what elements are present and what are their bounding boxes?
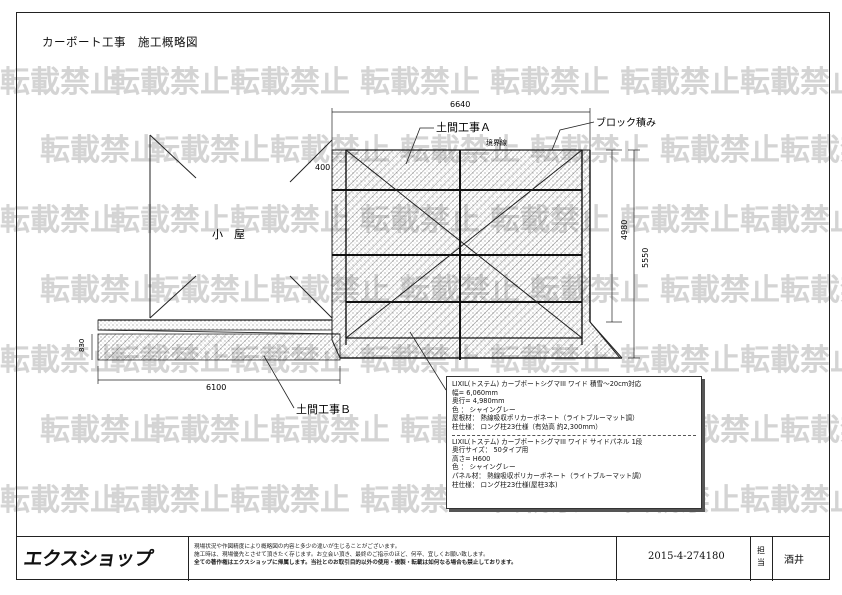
watermark-text: 転載禁止 [740,203,842,238]
footer-note: 施工時は、現場優先とさせて頂きたく存じます。お立会い頂き、最終のご指示のほど、何… [194,552,489,558]
carport-frame [332,149,583,360]
spec-row: 柱仕様： ロング柱23仕様(屋柱3本) [452,480,558,489]
label-boundary: 境界線 [486,138,507,147]
spec-divider [452,434,696,436]
footer-divider [772,537,773,581]
dim-top-offset: 400 [315,163,330,172]
spec-row: 奥行= 4,980mm [452,397,505,406]
spec-row: 屋根材： 熱線吸収ポリカーボネート（ライトブルーマット調） [452,414,639,423]
leader-lines [263,121,595,409]
watermark-text: 転載禁止 [620,343,740,378]
watermark-text: 転載禁止 [780,413,842,448]
title-block: エクスショップ 現場状況や作図精度により概略図の内容と多少の違いが生じることがご… [16,536,830,581]
watermark-text: 転載禁止 [660,273,780,308]
spec-side-panel: LIXIL(トステム) カーブポートシグマIII ワイド サイドパネル 1段奥行… [452,438,696,490]
dim-depth: 5550 [641,248,650,268]
spec-box: LIXIL(トステム) カーブポートシグマIII ワイド 積雪～20cm対応幅=… [446,376,702,509]
watermark-text: 転載禁止 [40,133,160,168]
watermark-text: 転載禁止 [490,65,610,100]
footer-note: 全ての著作権はエクスショップに帰属します。当社とのお取引目的以外の使用・複製・転… [194,560,517,566]
order-code: 2015-4-274180 [648,551,725,562]
spec-row: 幅= 6,060mm [452,388,498,397]
watermark-text: 転載禁止 [270,413,390,448]
label-block-wall: ブロック積み [596,116,656,129]
dim-left-width: 6100 [206,383,226,392]
dim-left-height: 830 [78,339,86,352]
footer-divider [616,537,617,581]
watermark-text: 転載禁止 [780,273,842,308]
footer-note: 現場状況や作図精度により概略図の内容と多少の違いが生じることがございます。 [194,544,401,550]
watermark-text: 転載禁止 [40,413,160,448]
watermark-text: 転載禁止 [150,273,270,308]
watermark-text: 転載禁止 [740,65,842,100]
footer-notes: 現場状況や作図精度により概略図の内容と多少の違いが生じることがございます。 施工… [194,543,517,567]
spec-row: 色 ： シャイングレー [452,463,516,472]
dim-carport-depth: 4980 [620,220,629,240]
shed-outline [149,134,333,319]
watermark-text: 転載禁止 [740,343,842,378]
watermark-text: 転載禁止 [0,203,120,238]
watermark-text: 転載禁止 [230,203,350,238]
sheet-border [16,12,830,580]
watermark-text: 転載禁止 [660,133,780,168]
footer-divider [750,537,751,581]
watermark-text: 転載禁止 [360,65,480,100]
dim-overall-width: 6640 [450,100,470,109]
label-shed: 小 屋 [212,228,245,241]
spec-carport: LIXIL(トステム) カーブポートシグマIII ワイド 積雪～20cm対応幅=… [452,380,696,432]
person-in-charge: 酒井 [784,555,804,566]
spec-row: 奥行サイズ： 50タイプ用 [452,446,529,455]
watermark-text: 転載禁止 [740,483,842,518]
watermark-text: 転載禁止 [620,203,740,238]
tanto-label: 担当 [757,546,765,567]
watermark-text: 転載禁止 [0,65,120,100]
spec-row: パネル材： 熱線吸収ポリカーボネート（ライトブルーマット調） [452,471,646,480]
label-doma-a: 土間工事Ａ [436,121,491,134]
watermark-text: 転載禁止 [230,483,350,518]
watermark-text: 転載禁止 [110,65,230,100]
doma-b-area [97,319,341,361]
watermark-text: 転載禁止 [0,483,120,518]
watermark-text: 転載禁止 [110,483,230,518]
watermark-text: 転載禁止 [150,413,270,448]
spec-row: 高さ= H600 [452,454,491,463]
watermark-text: 転載禁止 [150,133,270,168]
spec-row: 色 ： シャイングレー [452,405,516,414]
watermark-text: 転載禁止 [110,203,230,238]
spec-row: LIXIL(トステム) カーブポートシグマIII ワイド 積雪～20cm対応 [452,380,642,388]
watermark-text: 転載禁止 [40,273,160,308]
watermark-text: 転載禁止 [230,65,350,100]
spec-row: LIXIL(トステム) カーブポートシグマIII ワイド サイドパネル 1段 [452,437,643,446]
watermark-text: 転載禁止 [620,65,740,100]
watermark-text: 転載禁止 [780,133,842,168]
company-logo: エクスショップ [22,548,155,570]
spec-row: 柱仕様： ロング柱23仕様（有効高 約2,300mm） [452,422,602,431]
dimension-lines [91,108,640,384]
label-doma-b: 土間工事Ｂ [296,403,351,416]
page-title: カーポート工事 施工概略図 [42,35,198,49]
footer-divider [188,537,189,581]
